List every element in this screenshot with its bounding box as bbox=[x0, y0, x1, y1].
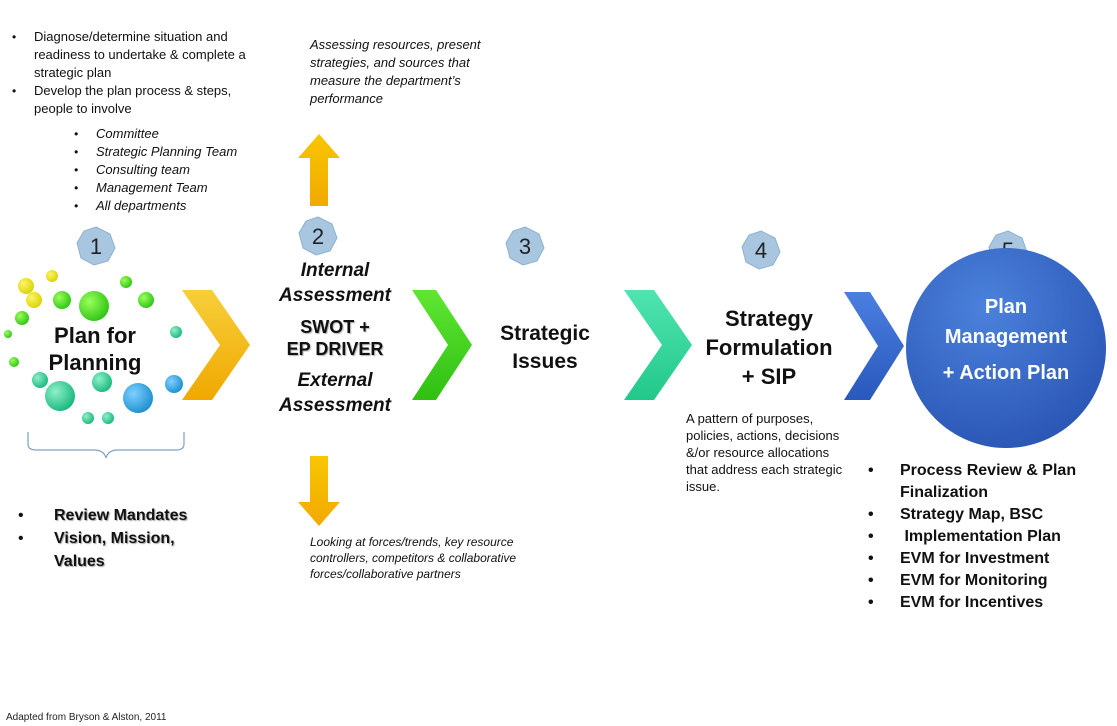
stage-number-badge-1: 1 bbox=[76, 226, 116, 266]
source-caption: Adapted from Bryson & Alston, 2011 bbox=[6, 712, 167, 723]
plan-sub-bullet: All departments bbox=[10, 197, 272, 215]
plan-bullet: Diagnose/determine situation and readine… bbox=[10, 28, 272, 82]
stage-number: 2 bbox=[311, 224, 325, 249]
pm-list-item: Strategy Map, BSC bbox=[866, 504, 1117, 526]
top-note: Assessing resources, present strategies,… bbox=[310, 37, 481, 106]
stage-number-badge-3: 3 bbox=[505, 226, 545, 266]
stage-5-title: Plan Management + Action Plan bbox=[942, 296, 1070, 384]
stage-3-title: Strategic Issues bbox=[500, 322, 590, 373]
plan-bullets: Diagnose/determine situation and readine… bbox=[10, 28, 272, 118]
internal-assessment-label: Internal Assessment bbox=[279, 260, 391, 306]
chevron-arrow-icon bbox=[412, 290, 472, 400]
chevron-arrow-icon bbox=[844, 292, 904, 400]
mandates-list: Review Mandates Vision, Mission, Values bbox=[16, 504, 214, 573]
bottom-note: Looking at forces/trends, key resource c… bbox=[310, 535, 517, 581]
up-arrow-icon bbox=[298, 134, 340, 206]
pm-list-item: EVM for Monitoring bbox=[866, 570, 1117, 592]
mandate-item: Vision, Mission, Values bbox=[16, 527, 214, 573]
external-assessment-label: External Assessment bbox=[279, 370, 391, 416]
stage-4-description: A pattern of purposes, policies, actions… bbox=[686, 411, 843, 494]
heptagon-badge-icon bbox=[76, 226, 116, 266]
plan-sub-bullets: Committee Strategic Planning Team Consul… bbox=[10, 125, 272, 215]
pm-list-item: EVM for Incentives bbox=[866, 592, 1117, 614]
plan-management-list: Process Review & Plan Finalization Strat… bbox=[866, 460, 1117, 614]
stage-number-badge-2: 2 bbox=[298, 216, 338, 256]
stage-number-badge-4: 4 bbox=[741, 230, 781, 270]
plan-management-circle bbox=[906, 248, 1106, 448]
plan-bullet: Develop the plan process & steps, people… bbox=[10, 82, 272, 118]
mandate-item: Review Mandates bbox=[16, 504, 214, 527]
pm-list-item: Process Review & Plan Finalization bbox=[866, 460, 1117, 504]
stage-1-title: Plan for Planning bbox=[48, 323, 142, 375]
chevron-arrow-icon bbox=[624, 290, 692, 400]
heptagon-badge-icon bbox=[741, 230, 781, 270]
pm-list-item: EVM for Investment bbox=[866, 548, 1117, 570]
chevron-arrow-icon bbox=[182, 290, 250, 400]
plan-sub-bullet: Management Team bbox=[10, 179, 272, 197]
plan-sub-bullet: Committee bbox=[10, 125, 272, 143]
stage-2-block: Internal Assessment SWOT + EP DRIVER Ext… bbox=[260, 258, 410, 418]
down-arrow-icon bbox=[298, 456, 340, 526]
stage-4-title: Strategy Formulation + SIP bbox=[705, 306, 833, 389]
stage-number: 1 bbox=[89, 234, 103, 259]
plan-sub-bullet: Consulting team bbox=[10, 161, 272, 179]
plan-sub-bullet: Strategic Planning Team bbox=[10, 143, 272, 161]
pm-list-item: Implementation Plan bbox=[866, 526, 1117, 548]
bubble-cluster-icon bbox=[4, 270, 183, 424]
swot-label: SWOT + EP DRIVER bbox=[286, 317, 384, 359]
heptagon-badge-icon bbox=[298, 216, 338, 256]
stage-number: 3 bbox=[518, 234, 532, 259]
heptagon-badge-icon bbox=[505, 226, 545, 266]
brace-icon bbox=[27, 432, 185, 459]
stage-number: 4 bbox=[754, 238, 768, 263]
